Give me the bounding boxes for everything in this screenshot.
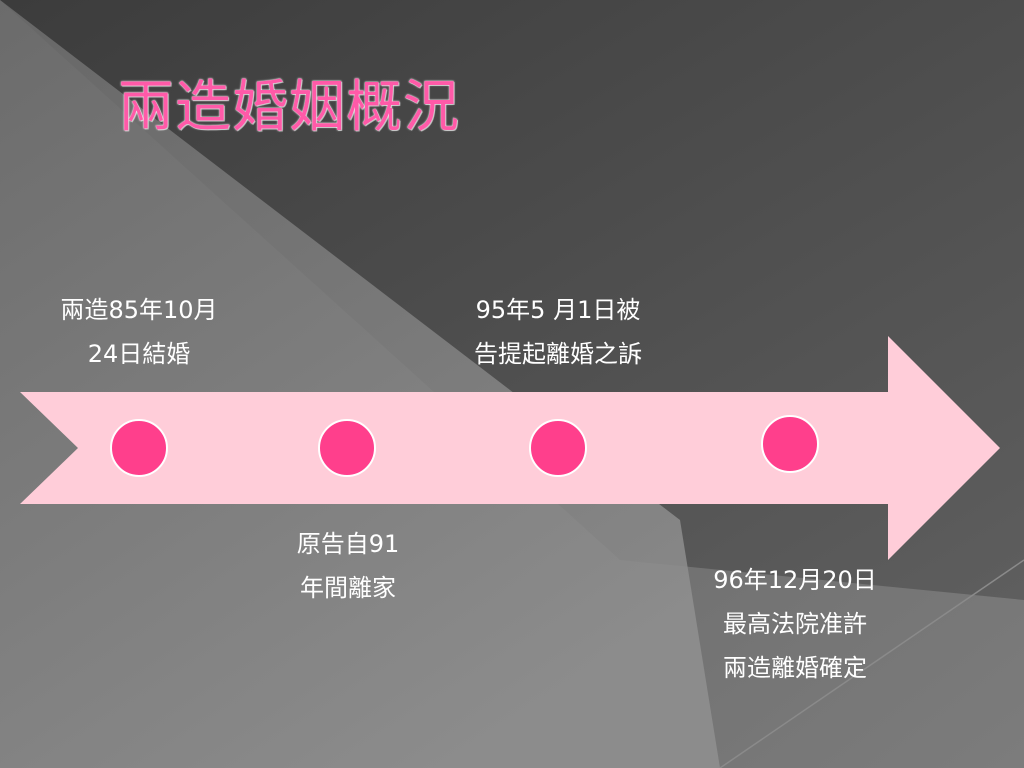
timeline-marker-4 xyxy=(761,415,819,473)
background-line xyxy=(719,559,1024,768)
background-light-facet xyxy=(0,0,720,768)
event-line: 95年5 月1日被 xyxy=(475,296,641,324)
event-line: 24日結婚 xyxy=(87,340,191,368)
timeline-event-left-home: 原告自91 年間離家 xyxy=(270,522,426,610)
event-line: 原告自91 xyxy=(296,530,400,558)
timeline-marker-2 xyxy=(318,419,376,477)
event-line: 最高法院准許 xyxy=(723,610,867,638)
timeline-event-marriage: 兩造85年10月 24日結婚 xyxy=(30,288,248,376)
event-line: 96年12月20日 xyxy=(713,566,877,594)
timeline-marker-3 xyxy=(529,419,587,477)
timeline-event-divorce-final: 96年12月20日 最高法院准許 兩造離婚確定 xyxy=(690,558,900,690)
event-line: 告提起離婚之訴 xyxy=(474,340,642,368)
event-line: 兩造85年10月 xyxy=(60,296,218,324)
timeline-marker-1 xyxy=(110,419,168,477)
timeline-event-divorce-suit: 95年5 月1日被 告提起離婚之訴 xyxy=(440,288,676,376)
timeline-arrow xyxy=(20,336,1000,560)
event-line: 兩造離婚確定 xyxy=(723,654,867,682)
slide-title: 兩造婚姻概況 xyxy=(118,75,460,140)
event-line: 年間離家 xyxy=(300,574,396,602)
